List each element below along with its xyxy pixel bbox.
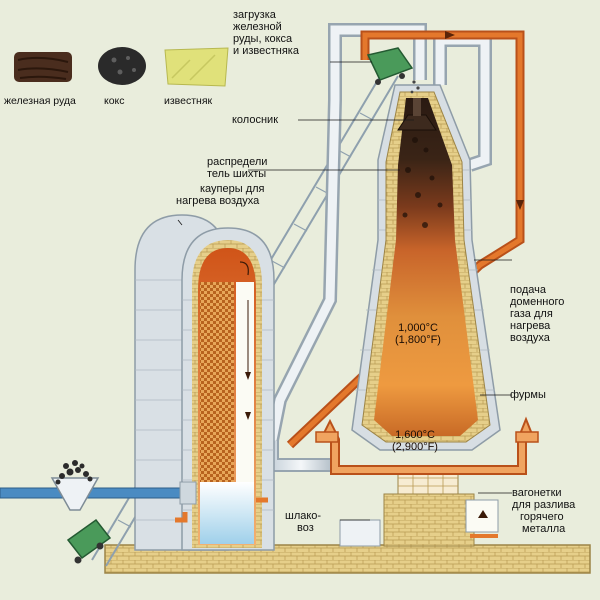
gas-offtake-pipes <box>265 23 492 442</box>
gas-supply-label-line: газа для <box>510 308 553 320</box>
cowper-stove <box>175 227 275 551</box>
distributor-label-line: распредели <box>207 156 268 168</box>
air-intake-pipe <box>0 481 197 505</box>
hot-blast-pipe <box>265 440 330 472</box>
ladle-car <box>465 499 499 538</box>
iron-ore-swatch <box>14 52 72 82</box>
tuyere-ring <box>315 416 539 475</box>
gas-supply-label: подача доменного газа для нагрева воздух… <box>510 284 564 344</box>
legend-limestone-label: известняк <box>164 95 213 107</box>
ladle-cars-label-line: для разлива <box>512 499 576 511</box>
gas-supply-label-line: нагрева <box>510 320 551 332</box>
upper-temperature-celsius: 1,000°C <box>398 322 438 334</box>
gas-supply-label-line: воздуха <box>510 332 550 344</box>
ladle-cars-label-line: горячего <box>520 511 564 523</box>
ore-hopper <box>50 460 100 511</box>
distributor-label: распредели тель шихты <box>207 156 267 180</box>
skip-car-top <box>366 47 420 94</box>
lower-temperature: 1,600°C (2,900°F) <box>380 429 450 453</box>
ladle-cars-label: вагонетки для разлива горячего металла <box>512 487 575 535</box>
slag-car-label: шлако- воз <box>285 510 321 534</box>
ladle-cars-label-line: вагонетки <box>512 487 562 499</box>
loading-label-line: загрузка <box>233 9 276 21</box>
slag-car <box>339 519 381 547</box>
legend-iron-ore-label: железная руда <box>4 95 76 107</box>
lower-temperature-celsius: 1,600°C <box>395 429 435 441</box>
cowper-label-line: кауперы для <box>200 183 265 195</box>
loading-label-line: руды, кокса <box>233 33 293 45</box>
throat-label: колосник <box>232 114 279 126</box>
skip-car-bottom <box>66 518 112 564</box>
legend-coke-label: кокс <box>104 95 125 107</box>
leader-lines <box>177 61 512 521</box>
distributor-label-line: тель шихты <box>207 168 267 180</box>
tuyeres-label: фурмы <box>510 389 546 401</box>
loading-label-line: и известняка <box>233 45 299 57</box>
lower-temperature-fahrenheit: (2,900°F) <box>392 441 438 453</box>
loading-label: загрузка железной руды, кокса и известня… <box>233 9 299 57</box>
ladle-cars-label-line: металла <box>522 523 566 535</box>
gas-supply-label-line: доменного <box>510 296 565 308</box>
cowper-label-line: нагрева воздуха <box>176 195 260 207</box>
loading-label-line: железной <box>233 21 282 33</box>
upper-temperature: 1,000°C (1,800°F) <box>383 322 453 346</box>
coke-swatch <box>98 47 146 85</box>
blast-furnace <box>351 84 501 547</box>
limestone-swatch <box>164 47 229 87</box>
cowper-label: кауперы для нагрева воздуха <box>176 183 265 207</box>
legend-swatches <box>14 47 229 87</box>
gas-supply-label-line: подача <box>510 284 546 296</box>
upper-temperature-fahrenheit: (1,800°F) <box>395 334 441 346</box>
slag-car-label-line: воз <box>297 522 314 534</box>
slag-car-label-line: шлако- <box>285 510 322 522</box>
